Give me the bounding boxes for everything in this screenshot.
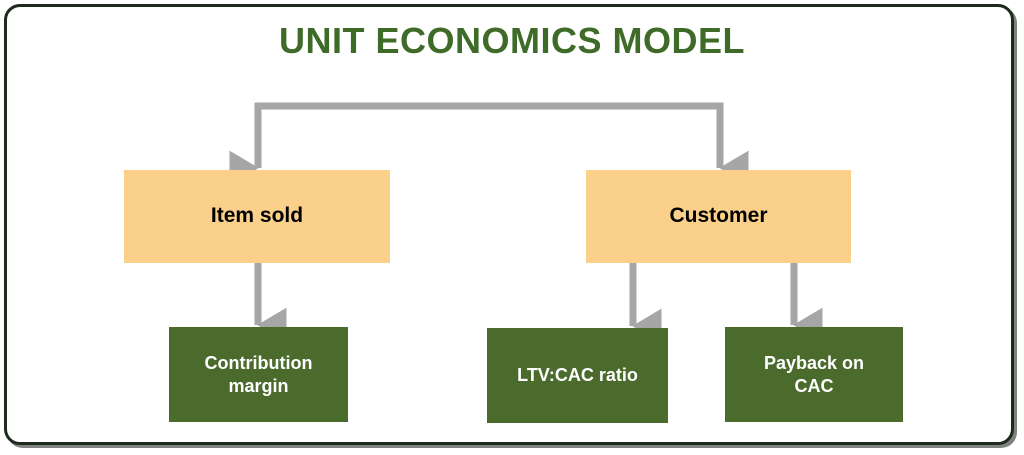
node-item-sold[interactable]: Item sold — [124, 170, 390, 263]
node-payback-on-cac[interactable]: Payback on CAC — [725, 327, 903, 422]
node-customer[interactable]: Customer — [586, 170, 851, 263]
node-contribution-margin[interactable]: Contribution margin — [169, 327, 348, 422]
page-title: UNIT ECONOMICS MODEL — [279, 20, 745, 61]
node-ltv-cac-ratio[interactable]: LTV:CAC ratio — [487, 328, 668, 423]
